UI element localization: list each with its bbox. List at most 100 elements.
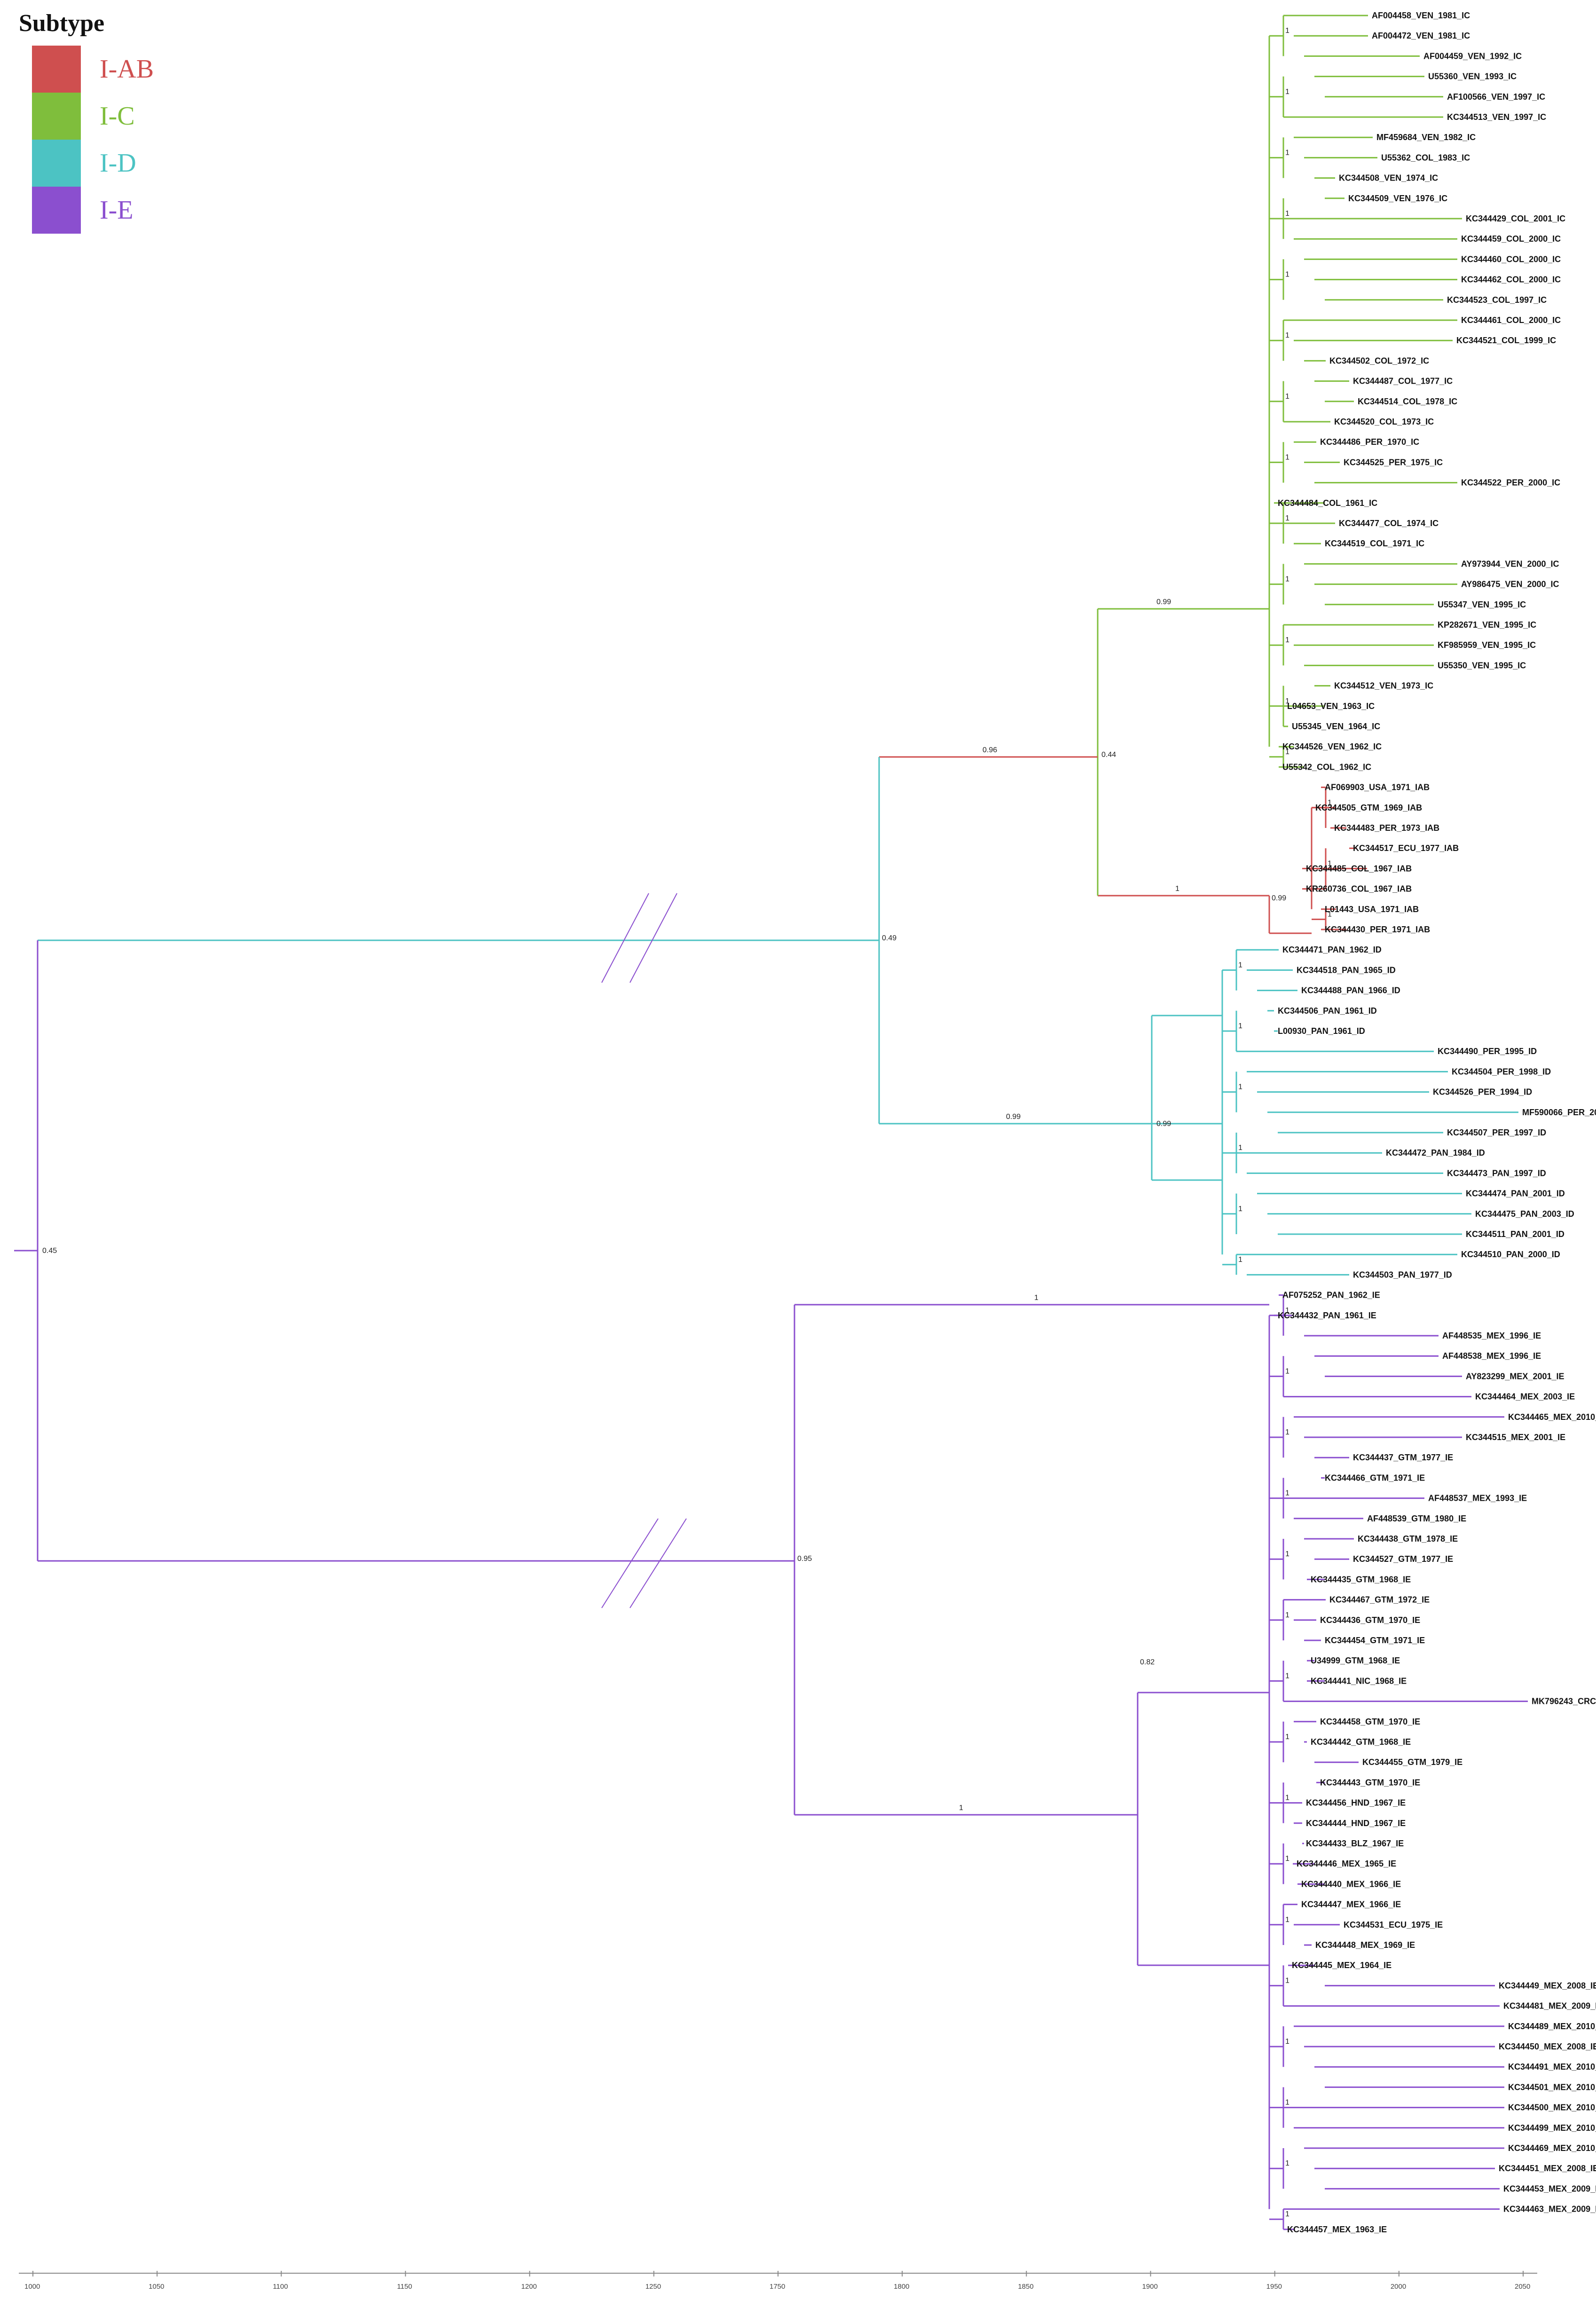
leaf-label: KC344486_PER_1970_IC xyxy=(1320,437,1419,447)
leaf-label: AF004458_VEN_1981_IC xyxy=(1372,11,1470,20)
support-value: 1 xyxy=(1285,271,1289,279)
leaf-label: KC344504_PER_1998_ID xyxy=(1452,1067,1551,1076)
leaf-label: AY823299_MEX_2001_IE xyxy=(1466,1371,1565,1381)
axis-tick-label: 1150 xyxy=(397,2283,412,2291)
axis-tick-label: 1250 xyxy=(645,2283,661,2291)
leaf-label: KC344491_MEX_2010_IE xyxy=(1508,2062,1596,2072)
leaf-label: KC344429_COL_2001_IC xyxy=(1466,214,1565,223)
leaf-label: KC344442_GTM_1968_IE xyxy=(1311,1737,1411,1747)
leaf-label: KC344469_MEX_2010_IE xyxy=(1508,2143,1596,2153)
support-value: 1 xyxy=(1175,885,1179,893)
leaf-label: KC344512_VEN_1973_IC xyxy=(1334,681,1433,691)
leaf-label: KC344514_COL_1978_IC xyxy=(1358,397,1457,406)
support-value: 1 xyxy=(1328,859,1332,867)
leaf-label: KC344438_GTM_1978_IE xyxy=(1358,1534,1458,1544)
leaf-label: KC344432_PAN_1961_IE xyxy=(1278,1311,1376,1320)
leaf-label: KC344506_PAN_1961_ID xyxy=(1278,1006,1377,1016)
support-value: 0.44 xyxy=(1101,751,1116,759)
leaf-label: KC344510_PAN_2000_ID xyxy=(1461,1250,1560,1259)
leaf-label: KC344509_VEN_1976_IC xyxy=(1348,194,1447,203)
leaf-label: U55347_VEN_1995_IC xyxy=(1438,600,1526,609)
leaf-label: AF075252_PAN_1962_IE xyxy=(1282,1291,1380,1300)
support-value: 1 xyxy=(1285,1489,1289,1497)
leaf-label: KC344475_PAN_2003_ID xyxy=(1475,1209,1574,1219)
support-value: 0.99 xyxy=(1156,1120,1171,1128)
leaf-label: KC344457_MEX_1963_IE xyxy=(1287,2225,1387,2234)
leaf-label: KP282671_VEN_1995_IC xyxy=(1438,620,1536,630)
leaf-label: KC344455_GTM_1979_IE xyxy=(1362,1757,1462,1767)
leaf-label: KC344519_COL_1971_IC xyxy=(1325,539,1424,548)
leaf-label: KC344437_GTM_1977_IE xyxy=(1353,1453,1453,1462)
axis-tick-label: 1800 xyxy=(894,2283,909,2291)
leaf-label: AF004459_VEN_1992_IC xyxy=(1423,51,1522,61)
leaf-label: KC344521_COL_1999_IC xyxy=(1456,336,1556,345)
leaf-label: KC344454_GTM_1971_IE xyxy=(1325,1636,1425,1645)
support-value: 1 xyxy=(1285,1977,1289,1985)
support-value: 1 xyxy=(1285,27,1289,35)
support-value: 1 xyxy=(1285,1916,1289,1924)
support-value: 1 xyxy=(1285,453,1289,461)
legend-swatch-ic xyxy=(32,93,81,140)
support-value: 1 xyxy=(1238,1022,1242,1030)
leaf-label: U34999_GTM_1968_IE xyxy=(1311,1656,1400,1665)
support-value: 1 xyxy=(1285,575,1289,583)
support-value: 0.96 xyxy=(983,746,997,754)
leaf-label: KC344490_PER_1995_ID xyxy=(1438,1047,1537,1056)
legend-swatch-id xyxy=(32,140,81,187)
support-value: 1 xyxy=(1285,1307,1289,1315)
support-value: 1 xyxy=(1285,2210,1289,2218)
legend-item-id: I-D xyxy=(19,140,154,187)
leaf-label: L01443_USA_1971_IAB xyxy=(1325,905,1419,914)
axis-break-marks xyxy=(601,893,687,1608)
leaf-label: KC344443_GTM_1970_IE xyxy=(1320,1778,1420,1787)
leaf-label: KC344483_PER_1973_IAB xyxy=(1334,823,1439,833)
support-value: 1 xyxy=(1034,1294,1038,1302)
support-value: 1 xyxy=(1238,1205,1242,1213)
tree-branches xyxy=(14,15,1528,2230)
legend-label-ie: I-E xyxy=(100,196,134,225)
support-value: 1 xyxy=(1285,1367,1289,1375)
support-value: 1 xyxy=(1285,393,1289,401)
leaf-label: KC344450_MEX_2008_IE xyxy=(1499,2042,1596,2051)
leaf-label: KC344440_MEX_1966_IE xyxy=(1301,1879,1401,1889)
leaf-label: KC344435_GTM_1968_IE xyxy=(1311,1575,1411,1584)
leaf-label: KC344453_MEX_2009_IE xyxy=(1503,2184,1596,2193)
support-value: 1 xyxy=(1285,1672,1289,1680)
leaf-label: KC344503_PAN_1977_ID xyxy=(1353,1270,1452,1279)
leaf-label: AY986475_VEN_2000_IC xyxy=(1461,580,1559,589)
legend-swatch-iab xyxy=(32,46,81,93)
leaf-label: KC344522_PER_2000_IC xyxy=(1461,478,1560,488)
leaf-label: KC344487_COL_1977_IC xyxy=(1353,377,1453,386)
leaf-label: KC344507_PER_1997_ID xyxy=(1447,1128,1546,1137)
leaf-label: KC344471_PAN_1962_ID xyxy=(1282,945,1382,954)
support-value: 1 xyxy=(1285,1550,1289,1558)
support-value: 1 xyxy=(1285,1611,1289,1619)
support-value: 1 xyxy=(1328,910,1332,918)
leaf-label: KC344474_PAN_2001_ID xyxy=(1466,1189,1565,1198)
axis-tick-label: 2000 xyxy=(1391,2283,1406,2291)
leaf-label: KC344515_MEX_2001_IE xyxy=(1466,1433,1565,1442)
support-value: 0.99 xyxy=(1156,598,1171,606)
leaf-label: KC344485_COL_1967_IAB xyxy=(1306,864,1412,873)
leaf-label: KC344464_MEX_2003_IE xyxy=(1475,1392,1575,1402)
leaf-label: AF100566_VEN_1997_IC xyxy=(1447,92,1545,102)
leaf-label: L04653_VEN_1963_IC xyxy=(1287,701,1375,711)
support-value: 1 xyxy=(1285,2038,1289,2046)
axis-tick-label: 1850 xyxy=(1018,2283,1033,2291)
leaf-label: KC344445_MEX_1964_IE xyxy=(1292,1961,1392,1970)
legend-swatch-ie xyxy=(32,187,81,234)
leaf-label: KC344444_HND_1967_IE xyxy=(1306,1819,1406,1828)
leaf-label: KC344460_COL_2000_IC xyxy=(1461,254,1561,264)
support-value: 1 xyxy=(1328,799,1332,807)
support-value: 1 xyxy=(1285,210,1289,218)
leaf-label: KC344436_GTM_1970_IE xyxy=(1320,1615,1420,1625)
support-value: 0.49 xyxy=(882,934,896,942)
axis-tick-label: 1050 xyxy=(149,2283,164,2291)
axis-tick-label: 1200 xyxy=(521,2283,537,2291)
support-value: 1 xyxy=(1285,88,1289,96)
leaf-label: KC344488_PAN_1966_ID xyxy=(1301,986,1400,995)
axis-tick-label: 1950 xyxy=(1266,2283,1282,2291)
legend-item-ie: I-E xyxy=(19,187,154,234)
subtype-legend: Subtype I-AB I-C I-D I-E xyxy=(19,9,154,234)
